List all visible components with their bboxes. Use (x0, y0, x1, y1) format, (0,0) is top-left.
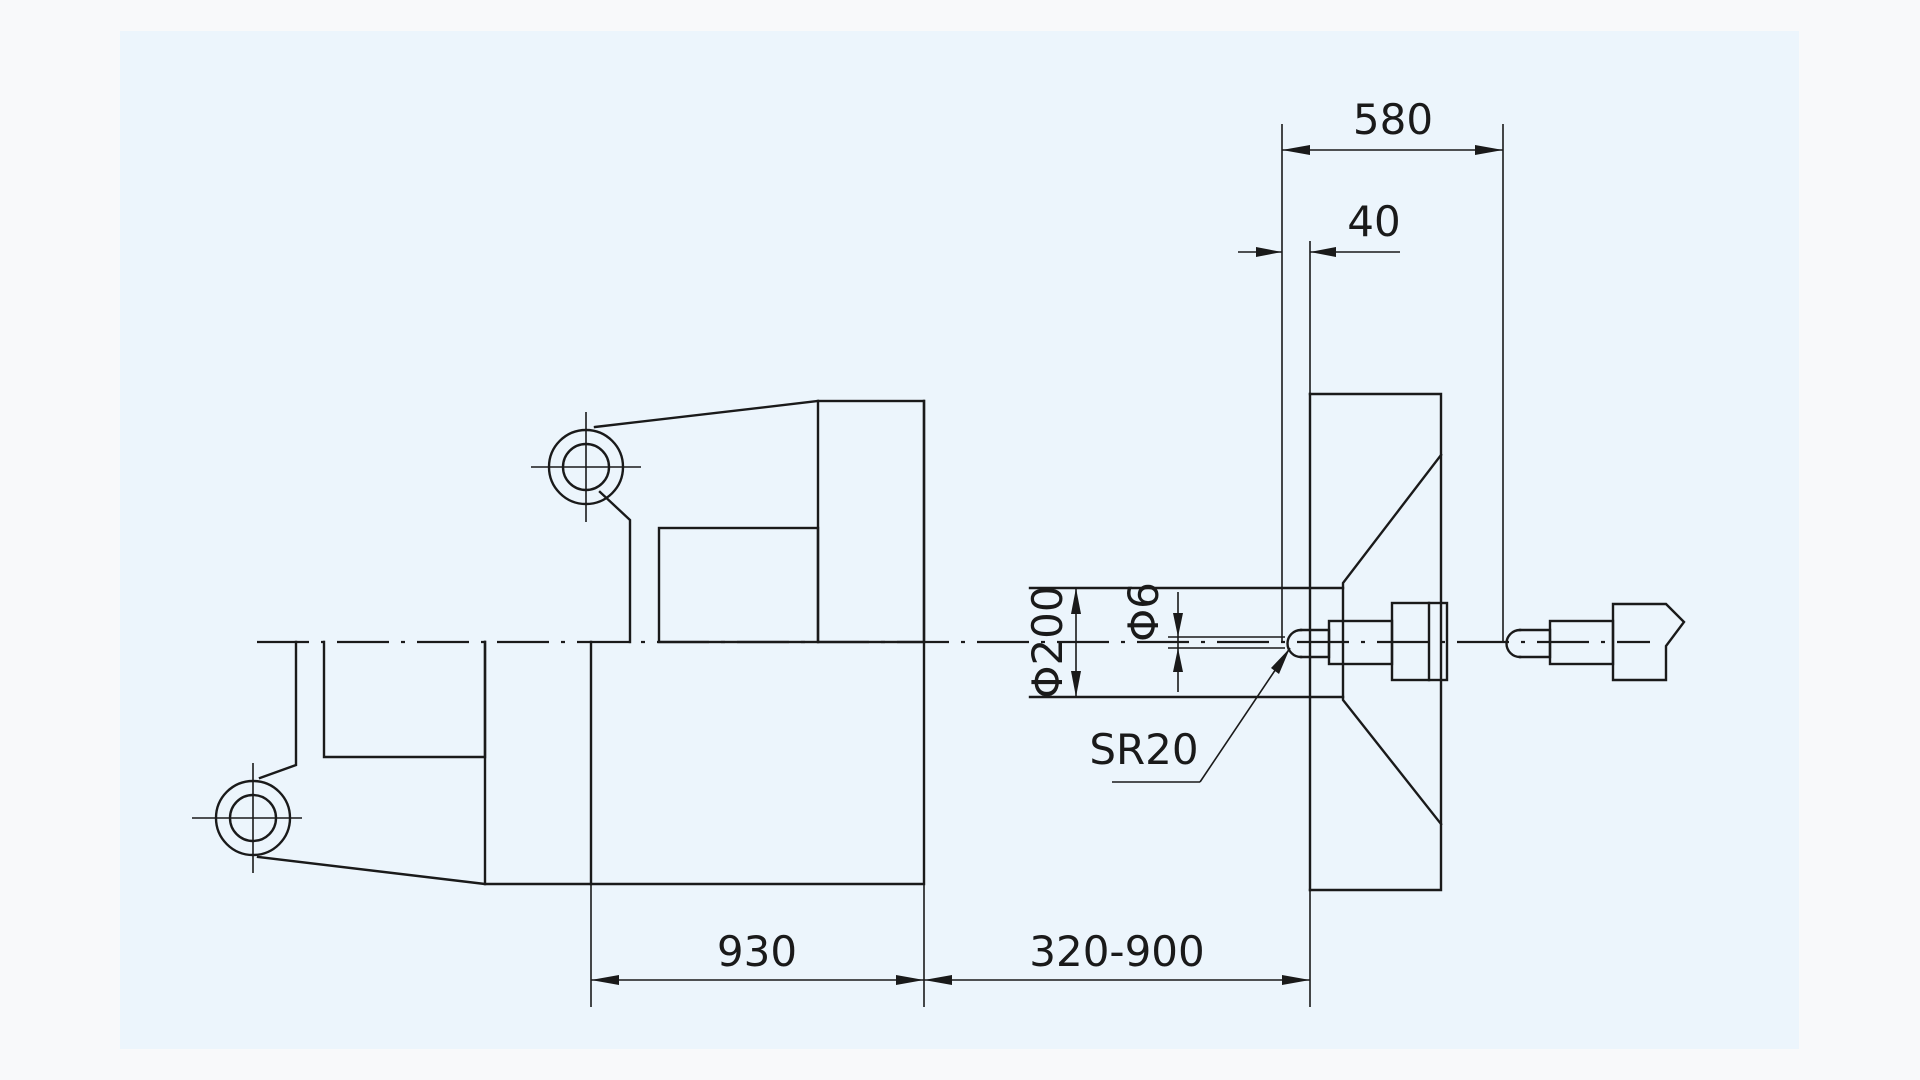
nozzle-assembly (1168, 601, 1449, 682)
leader-sr20: SR20 (1089, 647, 1291, 783)
leader-sr20-label: SR20 (1089, 725, 1198, 774)
dimension-930: 930 (590, 884, 925, 1007)
dimension-phi200-label: Φ200 (1023, 585, 1072, 698)
dimension-320-900: 320-900 (924, 890, 1311, 1007)
main-body (589, 399, 926, 886)
dimension-40-label: 40 (1347, 197, 1400, 246)
dimension-930-label: 930 (717, 927, 797, 976)
dimension-phi200: Φ200 (1023, 585, 1081, 699)
upper-link-arm (531, 399, 820, 644)
injection-barrel (1505, 602, 1686, 682)
platen (1028, 392, 1443, 892)
diagram-panel (120, 31, 1799, 1049)
dimension-phi6-label: Φ6 (1119, 582, 1168, 642)
dimension-320-900-label: 320-900 (1029, 927, 1205, 976)
dimension-40: 40 (1238, 197, 1401, 394)
dimension-580-label: 580 (1353, 95, 1433, 144)
lower-link-arm (192, 640, 593, 886)
dimension-580: 580 (1281, 95, 1504, 642)
dimension-phi6: Φ6 (1119, 582, 1183, 692)
